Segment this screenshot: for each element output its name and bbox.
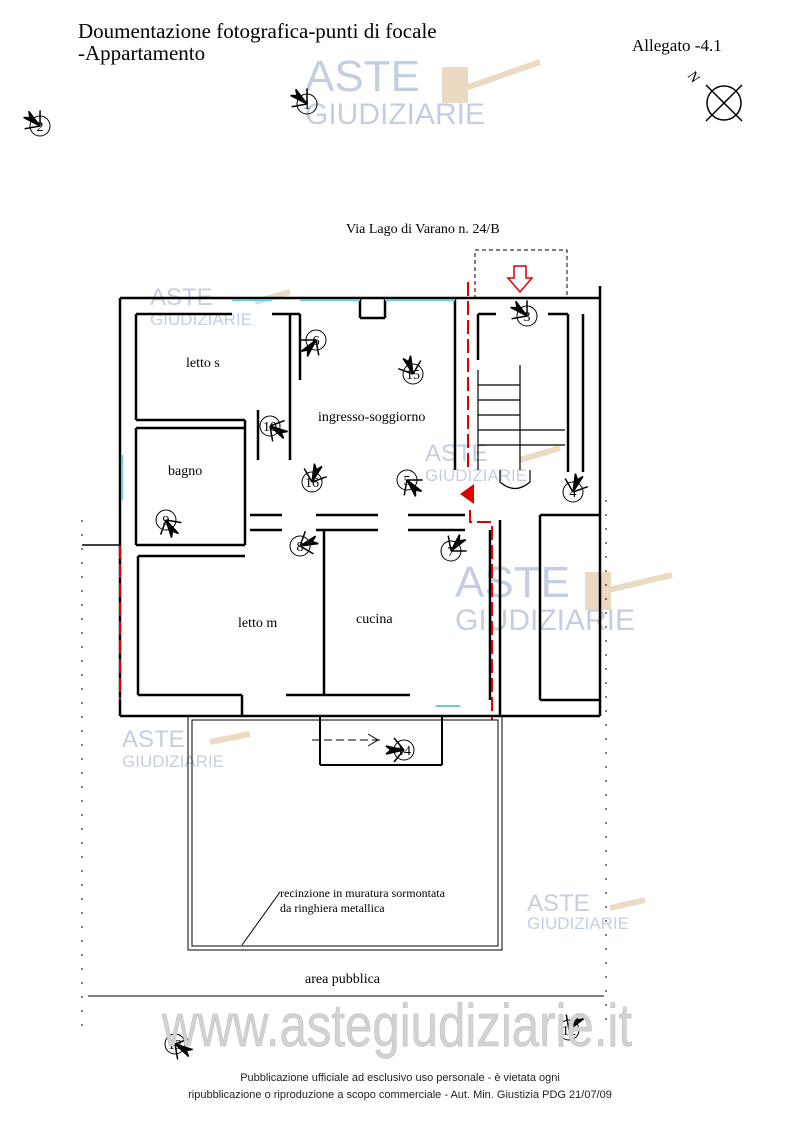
viewpoint-number: 3: [524, 310, 531, 325]
viewpoint-number: 14: [397, 744, 411, 759]
fence-note: recinzione in muratura sormontata da rin…: [280, 886, 445, 916]
fence-note-line-1: recinzione in muratura sormontata: [280, 886, 445, 900]
viewpoint-1: 1: [290, 88, 318, 115]
drawing-title: Doumentazione fotografica-punti di focal…: [78, 20, 437, 64]
watermark-brand: ASTE: [305, 52, 420, 101]
viewpoint-number: 8: [297, 540, 304, 555]
viewpoint-6: 6: [300, 329, 327, 357]
site-lines: [81, 500, 607, 1030]
room-label-letto-m: letto m: [238, 616, 278, 631]
camera-direction-icon: [23, 110, 41, 130]
camera-direction-icon: [564, 473, 588, 493]
viewpoint-15: 15: [398, 355, 424, 385]
viewpoint-number: 2: [37, 120, 44, 135]
viewpoint-16: 16: [301, 463, 327, 493]
room-label-bagno: bagno: [168, 464, 203, 479]
camera-direction-icon: [300, 339, 320, 357]
viewpoint-number: 9: [163, 514, 170, 529]
viewpoint-12: 12: [558, 1013, 585, 1041]
camera-direction-icon: [510, 300, 528, 320]
street-label: Via Lago di Varano n. 24/B: [346, 222, 500, 237]
viewpoint-number: 13: [168, 1038, 182, 1053]
watermark-brand-sub: GIUDIZIARIE: [527, 914, 630, 933]
viewpoint-13: 13: [164, 1033, 193, 1060]
room-label-letto-s: letto s: [186, 356, 220, 371]
viewpoint-circle: [259, 415, 281, 437]
viewpoint-number: 15: [406, 368, 420, 383]
staircase: [477, 365, 565, 490]
north-arrow-icon: [705, 84, 743, 122]
attachment-label: Allegato -4.1: [632, 36, 722, 55]
camera-direction-icon: [385, 737, 405, 763]
viewpoint-circle: [289, 535, 311, 557]
viewpoint-number: 10: [263, 420, 277, 435]
room-label-ingresso: ingresso-soggiorno: [318, 410, 426, 425]
windows: [121, 299, 460, 707]
watermark-brand-sub: GIUDIZIARIE: [425, 466, 528, 485]
camera-direction-icon: [398, 355, 422, 375]
watermark-brand: ASTE: [122, 726, 185, 753]
viewpoint-8: 8: [289, 531, 319, 557]
entry-path: [119, 282, 493, 720]
walls: [118, 286, 602, 718]
camera-direction-icon: [290, 88, 308, 108]
camera-direction-icon: [565, 1013, 585, 1031]
entrance-arrow-icon: [506, 265, 534, 294]
viewpoint-circle: [402, 363, 424, 385]
viewpoint-circle: [155, 509, 177, 531]
viewpoint-7: 7: [440, 534, 467, 562]
public-area-label: area pubblica: [305, 972, 381, 987]
footer-line-1: Pubblicazione ufficiale ad esclusivo uso…: [240, 1072, 560, 1084]
viewpoint-number: 12: [562, 1024, 576, 1039]
viewpoint-14: 14: [385, 737, 415, 763]
viewpoint-circle: [562, 481, 584, 503]
camera-direction-icon: [174, 1037, 193, 1060]
camera-direction-icon: [159, 519, 182, 538]
viewpoint-number: 6: [313, 334, 320, 349]
viewpoint-4: 4: [562, 473, 588, 503]
viewpoint-number: 1: [304, 98, 311, 113]
terrace: [187, 715, 503, 951]
site-watermark: www.astegiudiziarie.it: [161, 992, 632, 1059]
viewpoint-10: 10: [259, 415, 288, 442]
camera-direction-icon: [299, 531, 319, 555]
title-line-1: Doumentazione fotografica-punti di focal…: [78, 19, 437, 43]
viewpoint-number: 16: [305, 476, 319, 491]
footer-line-2: ripubblicazione o riproduzione a scopo c…: [188, 1089, 612, 1101]
watermark-brand: ASTE: [455, 558, 570, 607]
viewpoint-5: 5: [396, 469, 423, 497]
viewpoint-number: 5: [404, 474, 411, 489]
camera-direction-icon: [303, 463, 327, 483]
room-label-cucina: cucina: [356, 612, 393, 627]
viewpoint-number: 7: [448, 545, 455, 560]
title-line-2: -Appartamento: [78, 41, 206, 65]
viewpoint-3: 3: [510, 300, 538, 327]
watermark-brand-sub: GIUDIZIARIE: [305, 98, 486, 131]
apartment-entry-arrow-icon: [460, 484, 474, 504]
entrance-canopy: [474, 249, 568, 299]
watermark-brand: ASTE: [527, 890, 590, 917]
watermark-brand-sub: GIUDIZIARIE: [122, 752, 225, 771]
viewpoint-number: 4: [570, 486, 577, 501]
north-label: N: [684, 69, 702, 86]
watermark-brand: ASTE: [425, 440, 488, 467]
camera-direction-icon: [269, 419, 288, 442]
gavel-watermark-icon: [209, 59, 673, 911]
fence-note-line-2: da ringhiera metallica: [280, 901, 385, 915]
camera-direction-icon: [403, 479, 423, 497]
viewpoint-9: 9: [155, 509, 182, 538]
viewpoint-circle: [164, 1033, 186, 1055]
viewpoint-2: 2: [23, 110, 51, 137]
camera-direction-icon: [447, 534, 467, 552]
viewpoint-circle: [301, 471, 323, 493]
